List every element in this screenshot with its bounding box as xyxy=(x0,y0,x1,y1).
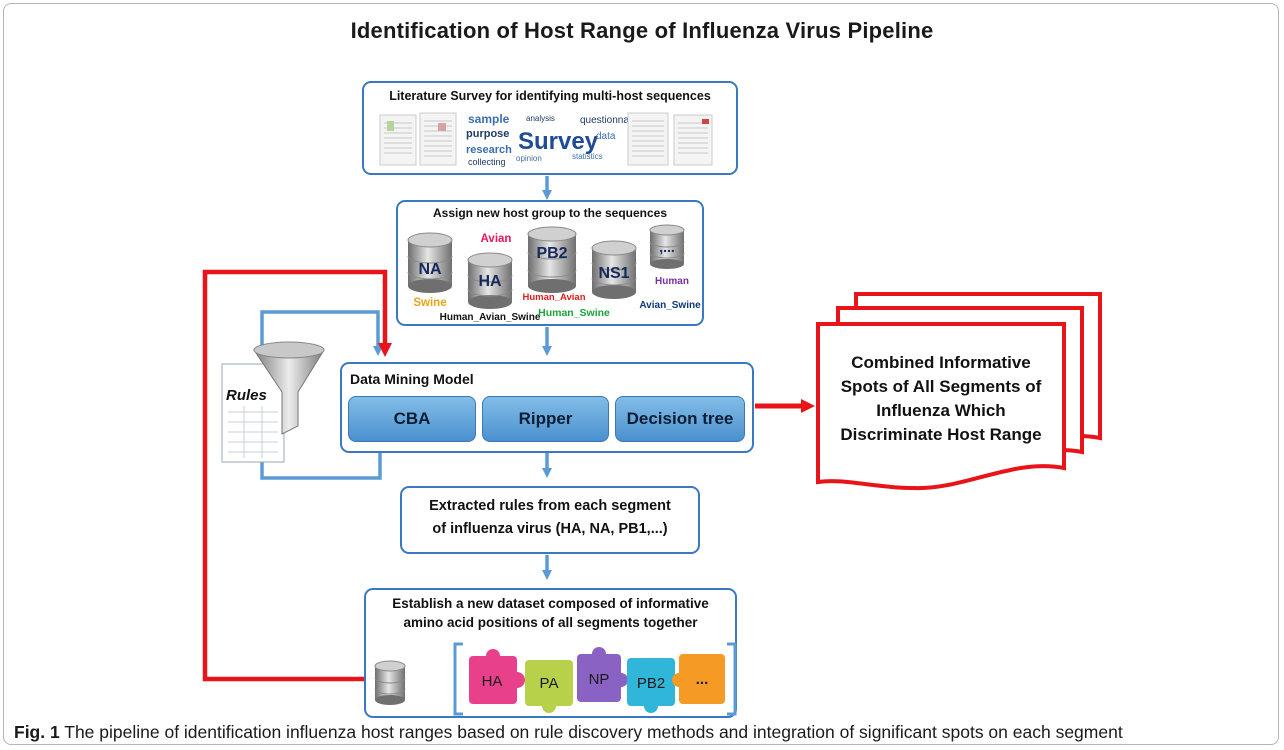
rules-label: Rules xyxy=(226,387,267,404)
dataset-db-icon xyxy=(374,660,406,705)
db-ns1-icon xyxy=(591,240,637,299)
puzzle-piece-more xyxy=(672,654,725,704)
db-na-icon xyxy=(407,232,453,293)
db-pb2-icon xyxy=(527,226,577,293)
db-pb2-label: PB2 xyxy=(536,245,567,262)
host-human: Human xyxy=(655,276,689,287)
host-human-avian-swine: Human_Avian_Swine xyxy=(440,312,541,323)
figure-caption: Fig. 1 The pipeline of identification in… xyxy=(14,722,1123,743)
cloud-word-purpose: purpose xyxy=(466,128,509,140)
puzzle-piece-pb2 xyxy=(627,658,675,713)
rules-loop-top xyxy=(260,310,383,356)
host-avian-swine: Avian_Swine xyxy=(639,300,701,311)
new-dataset-line-2: amino acid positions of all segments tog… xyxy=(403,615,698,630)
assign-host-group-box: Assign new host group to the sequences xyxy=(396,200,704,326)
cloud-word-statistics: statistics xyxy=(572,152,603,161)
algorithm-decision-tree: Decision tree xyxy=(615,396,745,442)
extracted-rules-line-2: of influenza virus (HA, NA, PB1,...) xyxy=(432,521,668,537)
rules-funnel-icon: Rules xyxy=(221,341,325,463)
puzzle-label-more: ... xyxy=(696,671,709,688)
cloud-word-opinion: questionnaire xyxy=(580,115,640,126)
figure-caption-label: Fig. 1 xyxy=(14,722,60,742)
survey-collage-image: sample purpose research collecting Surve… xyxy=(379,109,713,169)
extracted-rules-box: Extracted rules from each segment of inf… xyxy=(400,486,700,554)
data-mining-model-label: Data Mining Model xyxy=(350,371,474,387)
literature-survey-box: Literature Survey for identifying multi-… xyxy=(362,81,738,175)
db-na-label: NA xyxy=(418,261,442,278)
cloud-word-collecting: collecting xyxy=(468,157,506,167)
host-human-avian: Human_Avian xyxy=(523,292,586,303)
puzzle-label-pb2: PB2 xyxy=(637,675,665,692)
puzzle-label-ha: HA xyxy=(482,673,503,690)
algorithm-ripper: Ripper xyxy=(482,396,609,442)
diagram-title: Identification of Host Range of Influenz… xyxy=(350,18,934,43)
cloud-word-analysis: analysis xyxy=(526,114,555,123)
db-more-icon xyxy=(649,224,685,269)
puzzle-label-pa: PA xyxy=(540,675,559,692)
segment-databases: NA HA PB2 NS1 ,... Avian Swine Human_Avi… xyxy=(407,224,701,323)
cloud-word-questionnaire: opinion xyxy=(516,154,542,163)
cloud-word-sample: sample xyxy=(468,112,510,126)
output-documents: Combined Informative Spots of All Segmen… xyxy=(816,292,1102,491)
host-human-swine: Human_Swine xyxy=(538,307,610,319)
puzzle-label-np: NP xyxy=(589,671,610,688)
literature-survey-label: Literature Survey for identifying multi-… xyxy=(389,89,711,103)
figure-frame xyxy=(3,3,1279,745)
output-line-4: Discriminate Host Range xyxy=(840,425,1041,444)
survey-word: Survey xyxy=(518,128,599,155)
integrated-dataset: HA PA NP PB2 ... xyxy=(374,642,737,716)
output-line-1: Combined Informative xyxy=(851,353,1030,372)
puzzle-piece-pa xyxy=(525,660,573,713)
host-swine: Swine xyxy=(413,297,446,309)
db-ha-label: HA xyxy=(478,273,502,290)
cloud-word-research: research xyxy=(466,144,512,156)
figure-caption-text: The pipeline of identification influenza… xyxy=(59,722,1123,742)
extracted-rules-line-1: Extracted rules from each segment xyxy=(429,498,671,514)
db-more-label: ,... xyxy=(659,239,675,255)
host-avian: Avian xyxy=(481,233,512,245)
algorithm-cba: CBA xyxy=(348,396,476,442)
feedback-loop-red xyxy=(202,269,392,682)
output-line-3: Influenza Which xyxy=(876,401,1005,420)
puzzle-piece-ha xyxy=(469,649,525,704)
assign-host-group-label: Assign new host group to the sequences xyxy=(432,206,668,220)
output-line-2: Spots of All Segments of xyxy=(841,377,1042,396)
puzzle-piece-np xyxy=(577,647,628,702)
new-dataset-line-1: Establish a new dataset composed of info… xyxy=(392,596,709,611)
db-ha-icon xyxy=(467,252,513,309)
cloud-word-data: data xyxy=(596,131,616,142)
db-ns1-label: NS1 xyxy=(598,265,629,282)
